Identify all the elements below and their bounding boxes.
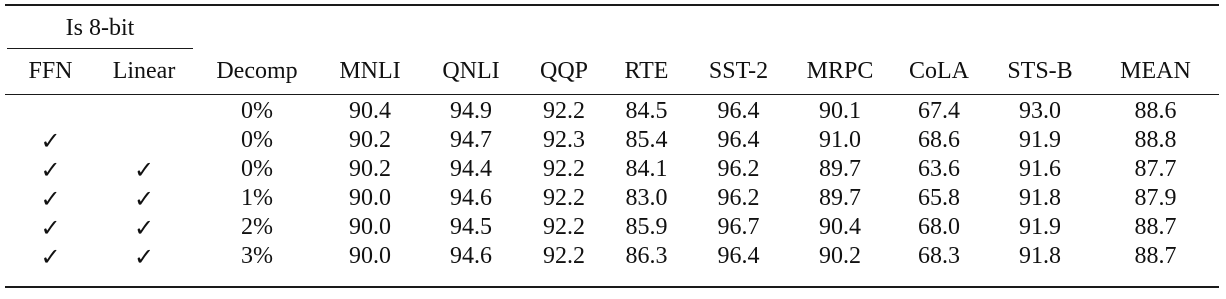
table-row: ✓ ✓ 0% 90.2 94.4 92.2 84.1 96.2 89.7 63.6 91.6 87.7 xyxy=(7,155,1219,184)
sst-2-score: 96.2 xyxy=(717,185,760,211)
qnli-score: 94.5 xyxy=(450,214,492,240)
mnli-score: 90.0 xyxy=(349,243,391,269)
qnli-score: 94.7 xyxy=(450,127,492,153)
column-header-sst-2: SST-2 xyxy=(708,57,769,84)
rte-score: 84.5 xyxy=(625,98,668,124)
qqp-score: 92.2 xyxy=(543,98,585,124)
sts-b-score: 91.8 xyxy=(1019,185,1061,211)
ffn-check: ✓ xyxy=(40,213,61,242)
decomp-value: 0% xyxy=(241,98,273,124)
decomp-value: 3% xyxy=(241,243,273,269)
linear-check: ✓ xyxy=(133,184,155,213)
qnli-score: 94.4 xyxy=(450,156,492,182)
linear-check: ✓ xyxy=(133,213,155,242)
column-header-cola: CoLA xyxy=(909,57,969,84)
table-row: 0% 90.4 94.9 92.2 84.5 96.4 90.1 67.4 93.0 88.6 xyxy=(7,88,1219,126)
mean-score: 88.6 xyxy=(1134,98,1177,124)
mrpc-score: 90.2 xyxy=(819,243,861,269)
mean-score: 87.7 xyxy=(1134,156,1177,182)
table-row: ✓ ✓ 2% 90.0 94.5 92.2 85.9 96.7 90.4 68.0 91.9 88.7 xyxy=(7,213,1219,242)
mnli-score: 90.2 xyxy=(349,127,391,153)
cola-score: 63.6 xyxy=(918,156,960,182)
mnli-score: 90.0 xyxy=(349,185,391,211)
qqp-score: 92.2 xyxy=(543,214,585,240)
rte-score: 86.3 xyxy=(625,243,668,269)
mean-score: 88.8 xyxy=(1134,127,1177,153)
ffn-check: ✓ xyxy=(40,155,61,184)
mrpc-score: 90.4 xyxy=(819,214,861,240)
qnli-score: 94.6 xyxy=(450,185,492,211)
sts-b-score: 91.9 xyxy=(1019,214,1061,240)
column-header-decomp: Decomp xyxy=(216,57,298,84)
rte-score: 85.9 xyxy=(625,214,668,240)
mean-score: 88.7 xyxy=(1134,243,1177,269)
sts-b-score: 91.6 xyxy=(1019,156,1061,182)
rte-score: 84.1 xyxy=(625,156,668,182)
column-header-mean: MEAN xyxy=(1120,57,1191,84)
linear-check: ✓ xyxy=(133,242,155,271)
cola-score: 68.0 xyxy=(918,214,960,240)
linear-check: ✓ xyxy=(133,155,155,184)
column-header-row: FFN Linear Decomp MNLI QNLI QQP RTE SST-… xyxy=(7,54,1219,88)
ffn-check: ✓ xyxy=(40,126,61,155)
group-header-table: Is 8-bit xyxy=(7,13,193,43)
ffn-check: ✓ xyxy=(40,242,61,271)
decomp-value: 0% xyxy=(241,127,273,153)
mean-score: 88.7 xyxy=(1134,214,1177,240)
table-row: ✓ ✓ 3% 90.0 94.6 92.2 86.3 96.4 90.2 68.3 91.8 88.7 xyxy=(7,242,1219,271)
column-header-qqp: QQP xyxy=(539,57,588,84)
linear-check xyxy=(94,126,194,155)
mnli-score: 90.2 xyxy=(349,156,391,182)
column-header-mrpc: MRPC xyxy=(806,57,874,84)
column-header-sts-b: STS-B xyxy=(1007,57,1073,84)
sts-b-score: 91.9 xyxy=(1019,127,1061,153)
column-header-linear: Linear xyxy=(112,57,176,84)
sst-2-score: 96.7 xyxy=(717,214,760,240)
cola-score: 68.3 xyxy=(918,243,960,269)
sst-2-score: 96.4 xyxy=(717,98,760,124)
column-header-mnli: MNLI xyxy=(339,57,401,84)
mrpc-score: 89.7 xyxy=(819,185,861,211)
decomp-value: 1% xyxy=(241,185,273,211)
qqp-score: 92.2 xyxy=(543,156,585,182)
header-bottom-rule xyxy=(5,94,1219,95)
qnli-score: 94.6 xyxy=(450,243,492,269)
qqp-score: 92.3 xyxy=(543,127,585,153)
qnli-score: 94.9 xyxy=(450,98,492,124)
sst-2-score: 96.4 xyxy=(717,127,760,153)
table-bottom-rule xyxy=(5,286,1219,288)
mrpc-score: 91.0 xyxy=(819,127,861,153)
table-row: ✓ 0% 90.2 94.7 92.3 85.4 96.4 91.0 68.6 91.9 88.8 xyxy=(7,126,1219,155)
mnli-score: 90.0 xyxy=(349,214,391,240)
column-header-ffn: FFN xyxy=(28,57,73,84)
cola-score: 68.6 xyxy=(918,127,960,153)
sst-2-score: 96.2 xyxy=(717,156,760,182)
sst-2-score: 96.4 xyxy=(717,243,760,269)
cola-score: 65.8 xyxy=(918,185,960,211)
qqp-score: 92.2 xyxy=(543,185,585,211)
cola-score: 67.4 xyxy=(918,98,960,124)
mean-score: 87.9 xyxy=(1134,185,1177,211)
decomp-value: 2% xyxy=(241,214,273,240)
sts-b-score: 91.8 xyxy=(1019,243,1061,269)
qqp-score: 92.2 xyxy=(543,243,585,269)
column-header-rte: RTE xyxy=(624,57,669,84)
mrpc-score: 89.7 xyxy=(819,156,861,182)
sts-b-score: 93.0 xyxy=(1019,98,1061,124)
table-row: ✓ ✓ 1% 90.0 94.6 92.2 83.0 96.2 89.7 65.8 91.8 87.9 xyxy=(7,184,1219,213)
rte-score: 83.0 xyxy=(625,185,668,211)
mrpc-score: 90.1 xyxy=(819,98,861,124)
group-header-is-8-bit: Is 8-bit xyxy=(65,14,135,41)
table-top-rule xyxy=(5,4,1219,6)
column-header-qnli: QNLI xyxy=(442,57,500,84)
group-header-rule xyxy=(7,48,193,49)
rte-score: 85.4 xyxy=(625,127,668,153)
mnli-score: 90.4 xyxy=(349,98,391,124)
ffn-check: ✓ xyxy=(40,184,61,213)
results-table: FFN Linear Decomp MNLI QNLI QQP RTE SST-… xyxy=(7,54,1219,271)
decomp-value: 0% xyxy=(241,156,273,182)
